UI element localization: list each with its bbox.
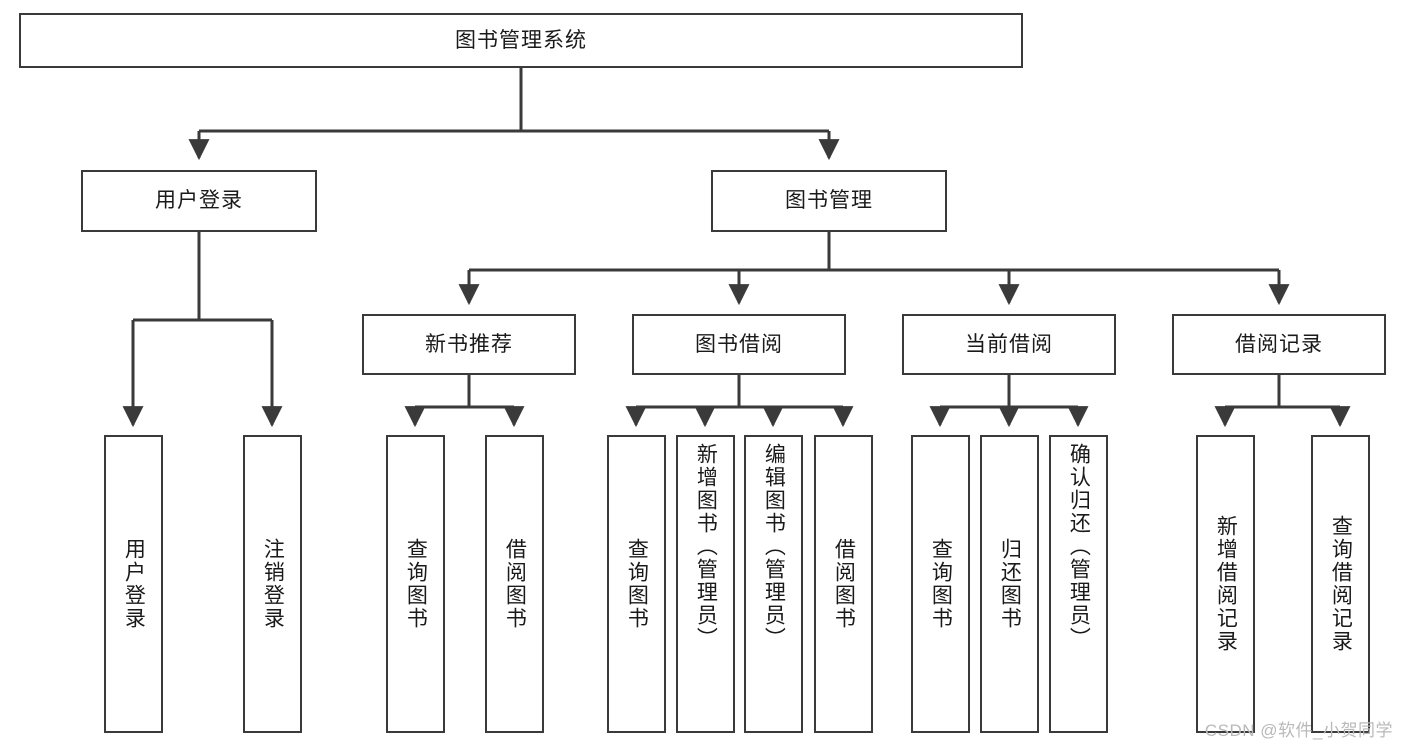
- node-borrow-record[interactable]: 借阅记录: [1172, 314, 1386, 375]
- node-label: 借阅图书: [832, 538, 856, 630]
- node-label: 图书借阅: [695, 332, 783, 356]
- node-label: 编辑图书（管理员）: [762, 443, 786, 650]
- leaf-return-book[interactable]: 归还图书: [980, 435, 1039, 733]
- node-label: 查询图书: [929, 538, 953, 630]
- leaf-edit-book-admin[interactable]: 编辑图书（管理员）: [744, 435, 803, 733]
- node-current-borrow[interactable]: 当前借阅: [902, 314, 1116, 375]
- leaf-query-book-borrow[interactable]: 查询图书: [607, 435, 666, 733]
- leaf-query-borrow-record[interactable]: 查询借阅记录: [1311, 435, 1370, 733]
- leaf-borrow-book-recommend[interactable]: 借阅图书: [485, 435, 544, 733]
- leaf-query-book-recommend[interactable]: 查询图书: [386, 435, 445, 733]
- leaf-query-book-current[interactable]: 查询图书: [911, 435, 970, 733]
- leaf-borrow-book[interactable]: 借阅图书: [814, 435, 873, 733]
- leaf-logout-login[interactable]: 注销登录: [243, 435, 302, 733]
- node-label: 当前借阅: [965, 332, 1053, 356]
- node-label: 确认归还（管理员）: [1067, 443, 1091, 650]
- node-user-login[interactable]: 用户登录: [81, 170, 317, 232]
- node-label: 用户登录: [155, 189, 243, 213]
- csdn-watermark: CSDN @软件_小贺同学: [1204, 721, 1393, 740]
- node-label: 图书管理: [785, 189, 873, 213]
- node-label: 借阅图书: [503, 538, 527, 630]
- node-label: 借阅记录: [1235, 332, 1323, 356]
- node-label: 新增借阅记录: [1214, 515, 1238, 653]
- leaf-confirm-return-admin[interactable]: 确认归还（管理员）: [1049, 435, 1108, 733]
- leaf-add-book-admin[interactable]: 新增图书（管理员）: [676, 435, 735, 733]
- node-label: 图书管理系统: [455, 28, 587, 52]
- node-label: 新书推荐: [425, 332, 513, 356]
- node-book-management[interactable]: 图书管理: [711, 170, 947, 232]
- node-root-book-management-system[interactable]: 图书管理系统: [19, 13, 1023, 68]
- node-label: 查询图书: [404, 538, 428, 630]
- node-label: 注销登录: [261, 538, 285, 630]
- leaf-add-borrow-record[interactable]: 新增借阅记录: [1196, 435, 1255, 733]
- node-label: 归还图书: [998, 538, 1022, 630]
- node-label: 用户登录: [122, 538, 146, 630]
- node-book-borrow[interactable]: 图书借阅: [632, 314, 846, 375]
- node-label: 查询图书: [625, 538, 649, 630]
- node-label: 查询借阅记录: [1329, 515, 1353, 653]
- node-new-book-recommend[interactable]: 新书推荐: [362, 314, 576, 375]
- node-label: 新增图书（管理员）: [694, 443, 718, 650]
- leaf-user-login[interactable]: 用户登录: [104, 435, 163, 733]
